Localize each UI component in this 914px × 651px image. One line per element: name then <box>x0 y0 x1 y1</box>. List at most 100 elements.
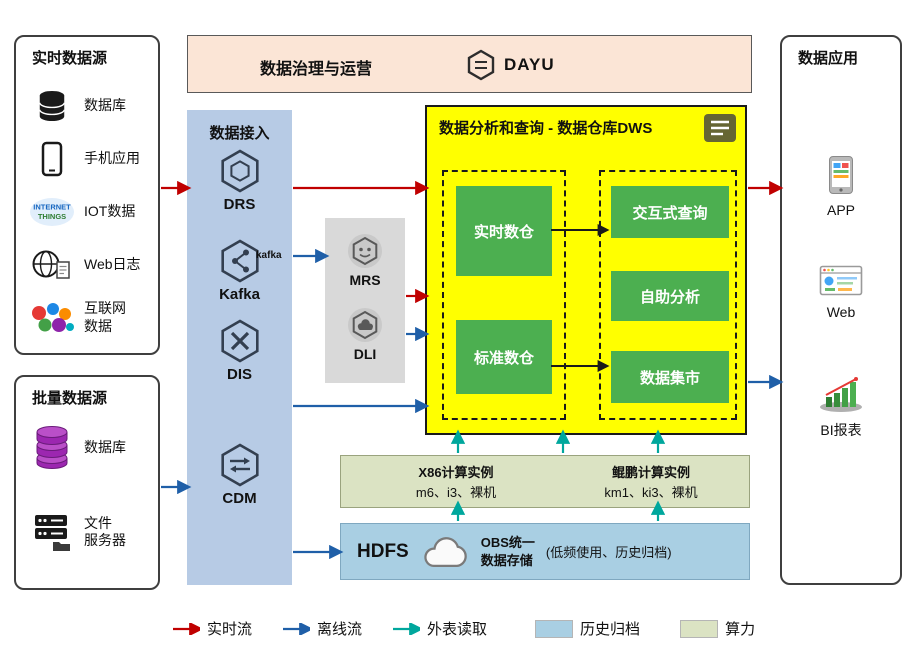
standard-warehouse-box: 标准数仓 <box>456 320 552 394</box>
app-item-label: Web <box>826 304 856 320</box>
report-doc-icon <box>704 114 736 142</box>
dli-icon <box>348 308 382 342</box>
kunpeng-compute-group: 鲲鹏计算实例 km1、ki3、裸机 <box>551 463 751 502</box>
ingestion-title: 数据接入 <box>209 125 270 142</box>
obs-storage-label: OBS统一 数据存储 <box>480 534 535 568</box>
service-kafka: kafka Kafka <box>187 238 292 303</box>
app-item-bi: BI报表 <box>782 375 900 440</box>
analytics-group: 交互式查询 自助分析 数据集市 <box>599 170 737 420</box>
archive-swatch <box>535 619 574 638</box>
x86-compute-group: X86计算实例 m6、i3、裸机 <box>341 463 571 502</box>
legend-item-realtime: 实时流 <box>172 618 252 639</box>
iot-icon: INTERNET THINGS <box>28 196 76 228</box>
web-icon <box>819 265 863 296</box>
governance-banner: 数据治理与运营 DAYU <box>187 35 752 93</box>
mobile-icon <box>28 141 76 177</box>
processing-box: MRS DLI <box>325 218 405 383</box>
legend-label: 算力 <box>725 621 756 638</box>
compute-swatch <box>680 619 719 638</box>
source-item-mobile: 手机应用 <box>16 132 158 185</box>
legend-item-compute: 算力 <box>680 618 755 639</box>
service-label: DRS <box>223 196 256 213</box>
realtime-sources-title: 实时数据源 <box>32 50 108 67</box>
file-server-icon <box>28 511 76 553</box>
service-drs: DRS <box>187 148 292 213</box>
storage-box: HDFS OBS统一 数据存储 (低频使用、历史归档) <box>340 523 750 580</box>
legend-label: 历史归档 <box>580 621 641 638</box>
source-item-label: Web日志 <box>84 255 141 272</box>
batch-sources-list: 数据库 文件 服务器 <box>16 413 158 567</box>
source-item-database: 数据库 <box>16 79 158 132</box>
compute-group-title: 鲲鹏计算实例 <box>611 465 690 480</box>
warehouse-group: 实时数仓 标准数仓 <box>442 170 566 420</box>
batch-database-icon <box>28 425 76 471</box>
dis-icon <box>220 319 259 363</box>
source-item-file-server: 文件 服务器 <box>16 497 158 567</box>
source-item-label: 互联网 数据 <box>84 300 126 334</box>
app-item-app: APP <box>782 155 900 218</box>
obs-cloud-icon <box>424 537 467 568</box>
service-label: CDM <box>222 490 257 507</box>
service-label: MRS <box>349 272 381 288</box>
applications-panel: 数据应用 APP <box>780 35 902 585</box>
legend-item-archive: 历史归档 <box>535 618 640 639</box>
drs-icon <box>220 149 259 193</box>
source-item-label: 手机应用 <box>84 149 140 166</box>
app-item-web: Web <box>782 265 900 320</box>
internet-data-icon <box>28 301 76 335</box>
source-item-batch-database: 数据库 <box>16 413 158 483</box>
kafka-brand-text: kafka <box>256 250 282 261</box>
applications-title: 数据应用 <box>798 50 859 67</box>
source-item-label: 数据库 <box>84 439 126 456</box>
legend-item-offline: 离线流 <box>282 618 362 639</box>
service-mrs: MRS <box>325 232 405 288</box>
legend-item-external-read: 外表读取 <box>392 618 487 639</box>
batch-sources-panel: 批量数据源 数据库 <box>14 375 160 590</box>
compute-group-instances: m6、i3、裸机 <box>415 484 497 500</box>
hdfs-label: HDFS <box>357 540 409 562</box>
service-cdm: CDM <box>187 442 292 507</box>
self-service-analysis-box: 自助分析 <box>611 271 729 321</box>
service-dis: DIS <box>187 318 292 383</box>
source-item-label: IOT数据 <box>84 202 136 219</box>
source-item-weblog: Web日志 <box>16 238 158 291</box>
database-icon <box>28 88 76 124</box>
app-item-label: APP <box>826 202 855 218</box>
service-label: DIS <box>226 366 252 383</box>
dayu-icon <box>467 49 495 81</box>
offline-arrow-sample <box>283 622 311 635</box>
svg-text:THINGS: THINGS <box>38 212 66 221</box>
compute-group-title: X86计算实例 <box>418 465 494 480</box>
bi-icon <box>820 377 862 412</box>
source-item-internet: 互联网 数据 <box>16 291 158 344</box>
source-item-label: 文件 服务器 <box>84 514 126 549</box>
service-label: Kafka <box>219 286 260 303</box>
service-label: DLI <box>353 346 377 362</box>
kafka-icon <box>220 239 259 283</box>
compute-box: X86计算实例 m6、i3、裸机 鲲鹏计算实例 km1、ki3、裸机 <box>340 455 750 508</box>
legend-label: 离线流 <box>317 621 363 638</box>
realtime-sources-list: 数据库 手机应用 INTERNET THINGS <box>16 79 158 344</box>
legend-label: 外表读取 <box>427 621 488 638</box>
legend: 实时流 离线流 外表读取 历史归档 算力 <box>172 618 755 639</box>
storage-note: (低频使用、历史归档) <box>545 545 672 560</box>
cdm-icon <box>220 443 259 487</box>
service-dli: DLI <box>325 306 405 362</box>
source-item-iot: INTERNET THINGS IOT数据 <box>16 185 158 238</box>
source-item-label: 数据库 <box>84 96 126 113</box>
batch-sources-title: 批量数据源 <box>32 390 108 407</box>
dayu-logo: DAYU <box>466 49 555 81</box>
svg-text:INTERNET: INTERNET <box>33 202 71 211</box>
app-icon <box>829 156 853 194</box>
web-log-icon <box>28 249 76 281</box>
legend-label: 实时流 <box>207 621 253 638</box>
mrs-icon <box>348 234 382 268</box>
dws-title: 数据分析和查询 - 数据仓库DWS <box>439 120 653 137</box>
compute-group-instances: km1、ki3、裸机 <box>604 484 698 500</box>
dws-box: 数据分析和查询 - 数据仓库DWS 实时数仓 标准数仓 交互式查询 自助分析 数… <box>425 105 747 435</box>
realtime-warehouse-box: 实时数仓 <box>456 186 552 276</box>
realtime-sources-panel: 实时数据源 数据库 手机应 <box>14 35 160 355</box>
external-read-arrow-sample <box>393 622 421 635</box>
dayu-logo-text: DAYU <box>504 55 555 74</box>
